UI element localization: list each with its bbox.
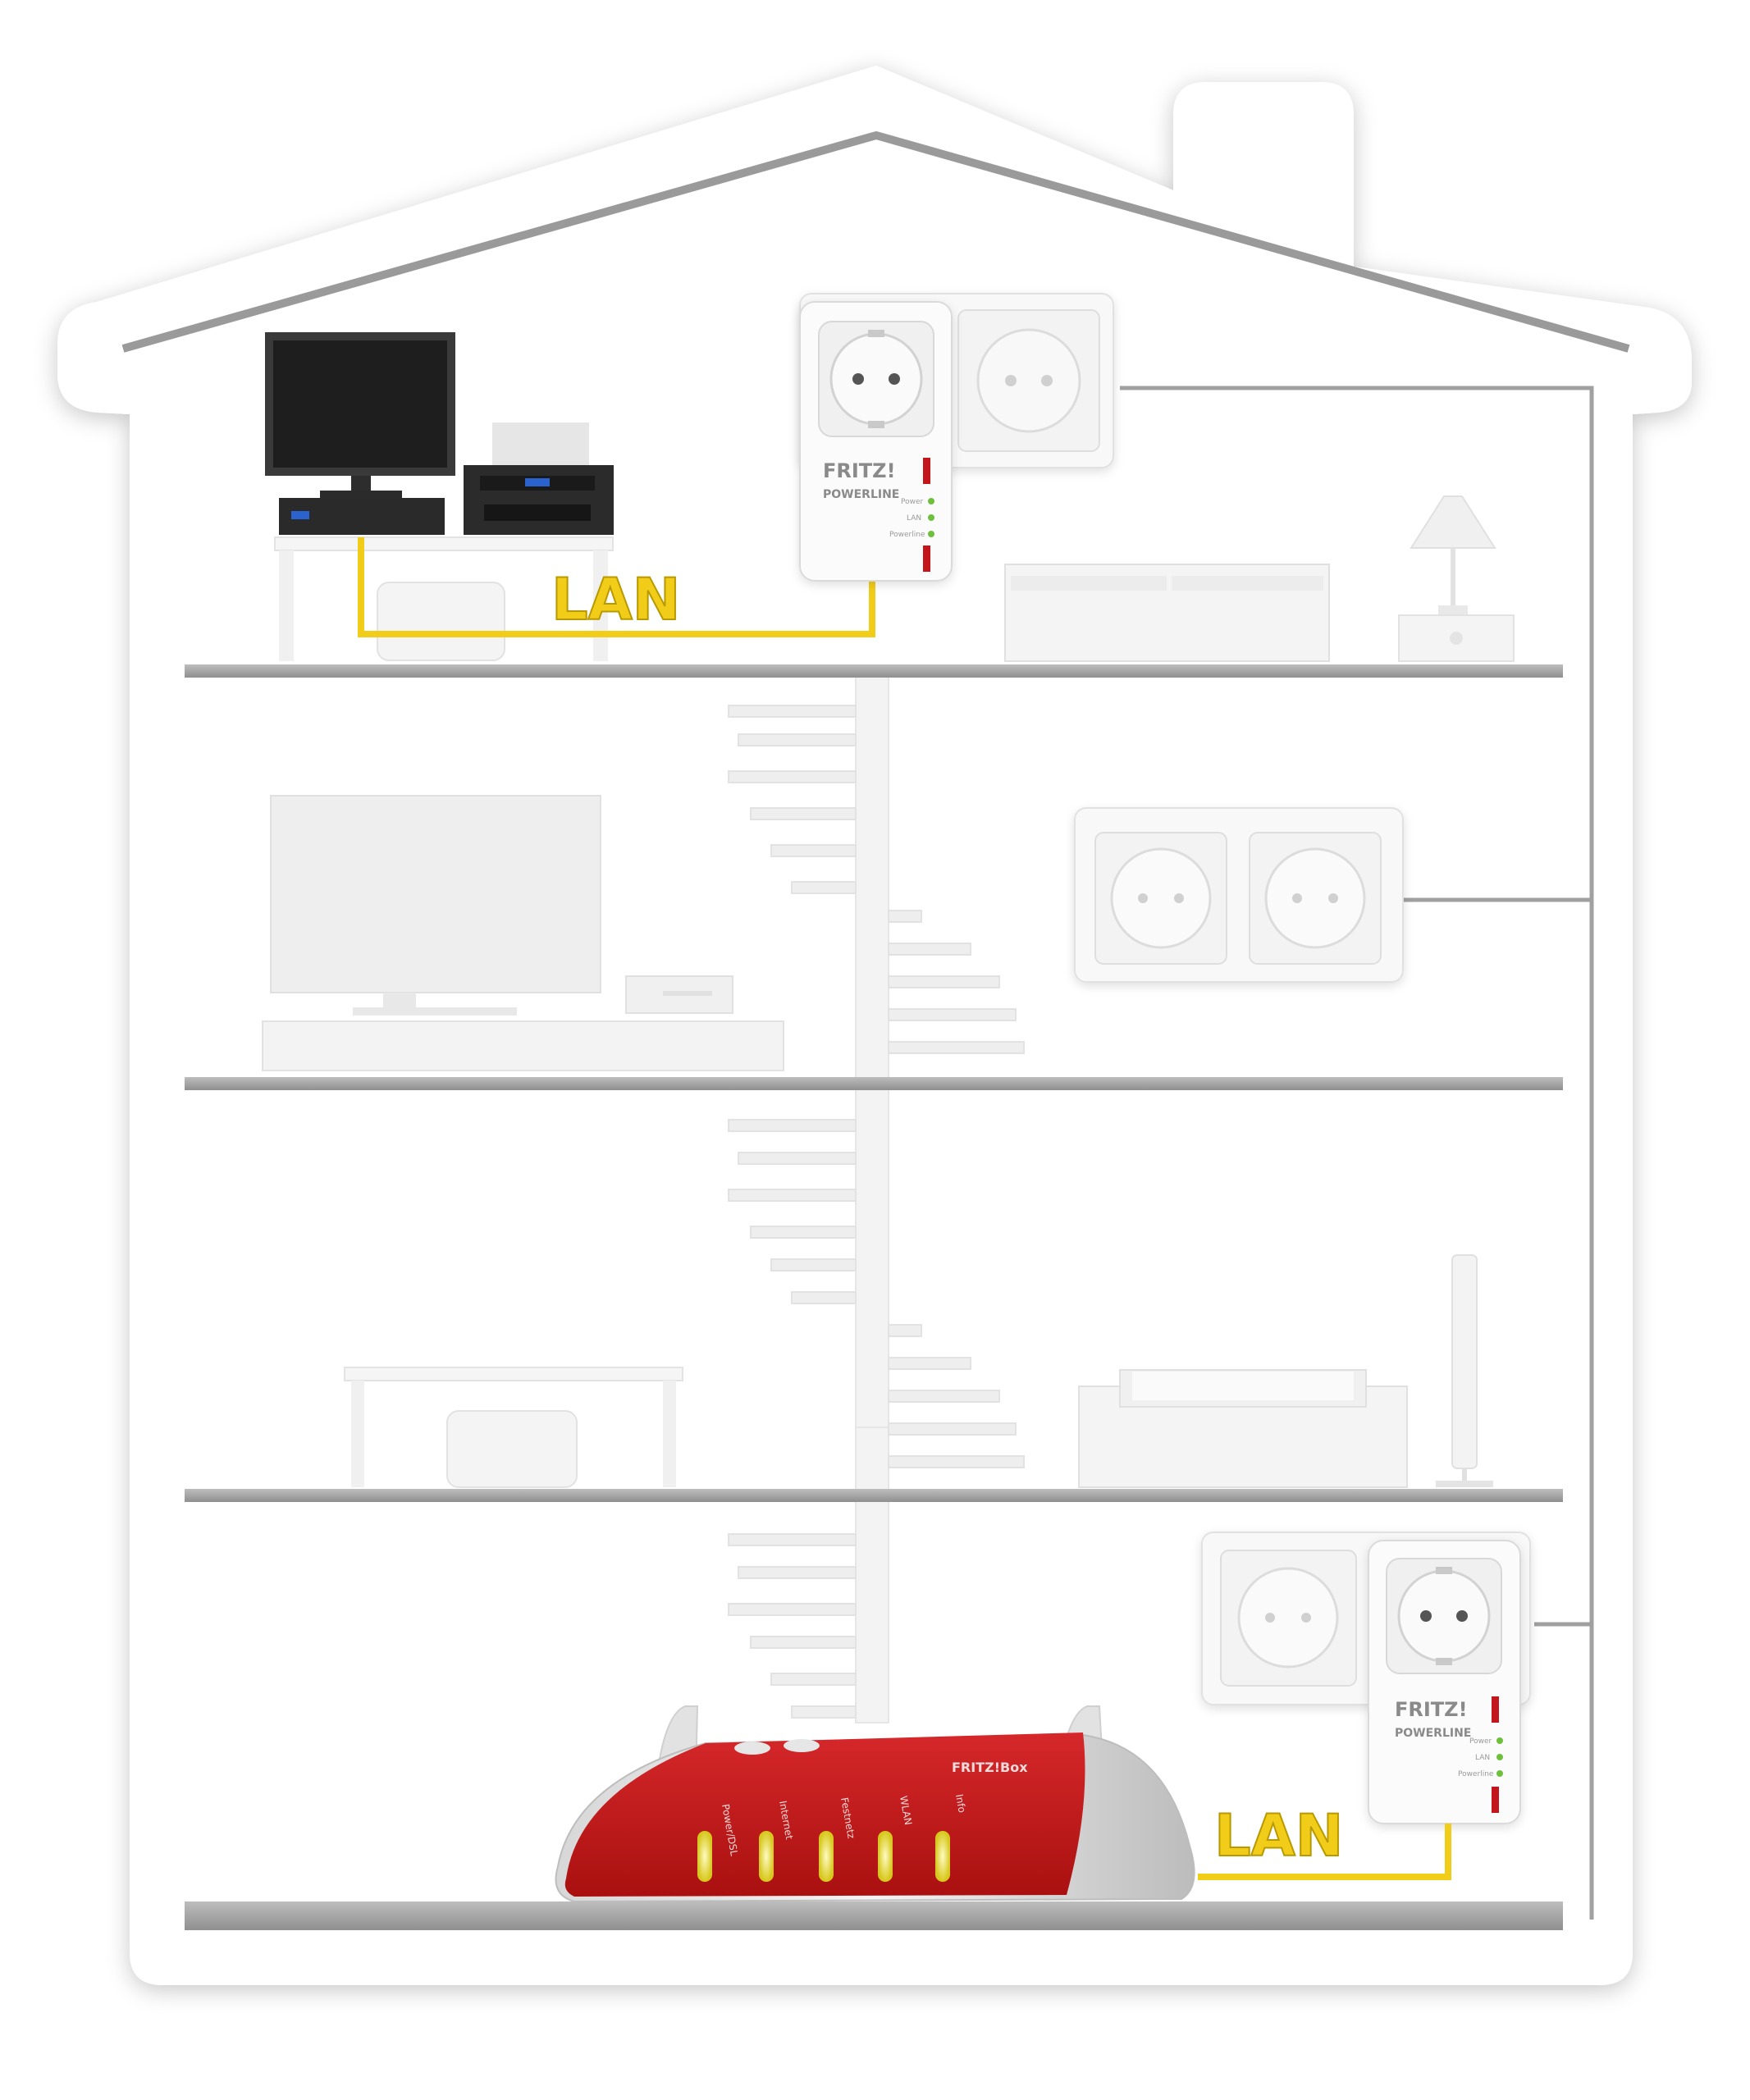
- powerline-bottom-led-lan: LAN: [1475, 1754, 1490, 1762]
- top-floor: LAN FRITZ! POWERLINE Power LAN Powerline: [265, 293, 1515, 662]
- floor-0-shelf: [185, 1489, 1563, 1502]
- powerline-top-led-lan: LAN: [907, 514, 921, 523]
- router-led-internet: [759, 1831, 774, 1882]
- powerline-bottom-brand: FRITZ!: [1395, 1698, 1468, 1721]
- staircase: [728, 676, 1025, 1723]
- tv-icon: [262, 795, 784, 1071]
- router-led-festnetz: [819, 1831, 834, 1882]
- second-floor: [262, 795, 1404, 1071]
- lan-cable-top: [358, 537, 875, 637]
- ground-floor: [185, 1901, 1563, 1930]
- powerline-bottom-led-power: Power: [1469, 1737, 1492, 1746]
- powerline-adapter-bottom: FRITZ! POWERLINE Power LAN Powerline: [1368, 1540, 1521, 1824]
- sofa-icon: [1078, 1369, 1408, 1488]
- printer-icon: [464, 422, 614, 535]
- powerline-bottom-product: POWERLINE: [1395, 1727, 1471, 1740]
- router-led-label-info: Info: [953, 1793, 968, 1814]
- powerline-top-brand: FRITZ!: [823, 459, 896, 482]
- ground-floor-devices: FRITZ! POWERLINE Power LAN Powerline LAN…: [555, 1532, 1531, 1903]
- table-icon: [344, 1367, 683, 1488]
- computer-icon: [265, 332, 455, 535]
- lamp-icon: [1398, 495, 1515, 662]
- power-wiring: [1120, 386, 1594, 1920]
- lan-cable-bottom: [1198, 1824, 1451, 1880]
- bed-icon: [1004, 564, 1330, 662]
- powerline-adapter-top: FRITZ! POWERLINE Power LAN Powerline: [799, 301, 953, 582]
- floors: [185, 664, 1563, 1930]
- lan-label-bottom: LAN: [1214, 1802, 1343, 1869]
- first-floor: [344, 1254, 1493, 1488]
- powerline-top-led-power: Power: [901, 498, 924, 506]
- floor-2-shelf: [185, 664, 1563, 678]
- router-brand: FRITZ!Box: [952, 1760, 1028, 1775]
- powerline-top-led-powerline: Powerline: [889, 531, 925, 539]
- fritzbox-router: FRITZ!Box Power/DSL Internet Festnetz WL…: [555, 1705, 1195, 1903]
- floor-1-shelf: [185, 1077, 1563, 1090]
- lan-label-top: LAN: [551, 566, 680, 633]
- powerline-bottom-led-powerline: Powerline: [1458, 1770, 1494, 1778]
- router-led-info: [935, 1831, 950, 1882]
- router-led-label-wlan: WLAN: [898, 1795, 914, 1826]
- router-led-power: [697, 1831, 712, 1882]
- wall-outlet-middle: [1074, 807, 1404, 983]
- speaker-icon: [1436, 1254, 1493, 1487]
- router-led-wlan: [878, 1831, 893, 1882]
- powerline-top-product: POWERLINE: [823, 488, 899, 501]
